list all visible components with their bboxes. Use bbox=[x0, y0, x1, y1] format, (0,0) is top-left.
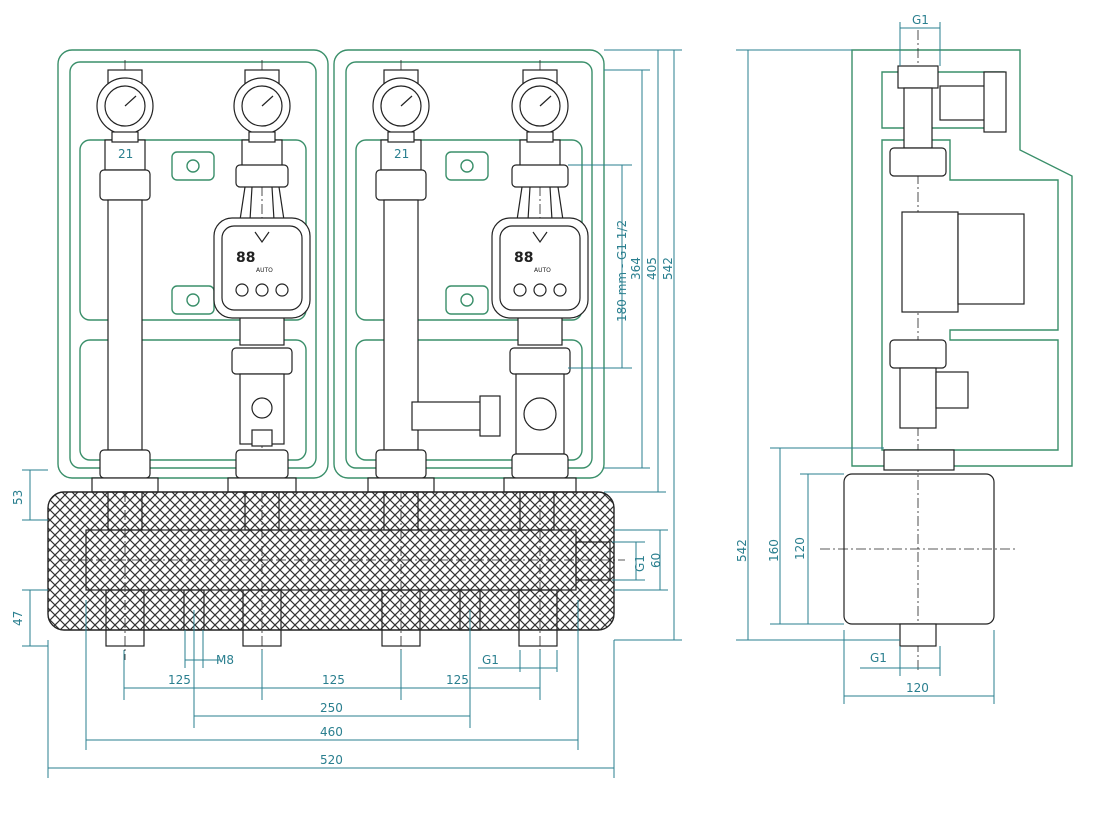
side-view-pipe bbox=[883, 30, 1025, 670]
dim-542-front: 542 bbox=[661, 257, 675, 280]
pipe-mark-right: 21 bbox=[394, 147, 409, 161]
dim-53: 53 bbox=[11, 490, 25, 505]
dim-125-b: 125 bbox=[322, 673, 345, 687]
side-dim-g1-top: G1 bbox=[912, 13, 929, 27]
dim-364: 364 bbox=[629, 257, 643, 280]
side-dimensions bbox=[736, 22, 995, 704]
manifold-insulation bbox=[47, 491, 625, 647]
supply-pipe-right bbox=[503, 60, 577, 660]
dim-g1-outlet: G1 bbox=[633, 555, 647, 572]
thermometer-4 bbox=[511, 69, 569, 143]
dim-520: 520 bbox=[320, 753, 343, 767]
dim-125-c: 125 bbox=[446, 673, 469, 687]
pipe-mark-left: 21 bbox=[118, 147, 133, 161]
dim-g1-front: G1 bbox=[482, 653, 499, 667]
pump-right: 88 AUTO bbox=[491, 217, 589, 319]
side-dim-120-horizontal: 120 bbox=[906, 681, 929, 695]
dim-460: 460 bbox=[320, 725, 343, 739]
side-dim-542: 542 bbox=[735, 539, 749, 562]
dim-m8: M8 bbox=[216, 653, 234, 667]
thermometer-1 bbox=[96, 69, 154, 143]
supply-pipe-left bbox=[227, 60, 297, 660]
pump-display-right: 88 bbox=[514, 250, 533, 266]
thermometer-2 bbox=[233, 69, 291, 143]
thermometer-3 bbox=[372, 69, 430, 143]
pump-mode-right: AUTO bbox=[534, 267, 551, 274]
dim-405: 405 bbox=[645, 257, 659, 280]
dim-180-g1-1-2: 180 mm - G1 1/2 bbox=[615, 220, 629, 322]
side-dim-120-vertical: 120 bbox=[793, 537, 807, 560]
side-dim-160: 160 bbox=[767, 539, 781, 562]
dim-60: 60 bbox=[649, 553, 663, 568]
dim-47: 47 bbox=[11, 611, 25, 626]
return-pipe-right bbox=[367, 60, 501, 660]
front-dimensions bbox=[22, 49, 682, 778]
dim-125-a: 125 bbox=[168, 673, 191, 687]
side-manifold bbox=[820, 473, 1018, 647]
dim-250: 250 bbox=[320, 701, 343, 715]
side-dim-g1-bottom: G1 bbox=[870, 651, 887, 665]
pump-display-left: 88 bbox=[236, 250, 255, 266]
pump-left: 88 AUTO bbox=[213, 217, 311, 319]
pump-mode-left: AUTO bbox=[256, 267, 273, 274]
